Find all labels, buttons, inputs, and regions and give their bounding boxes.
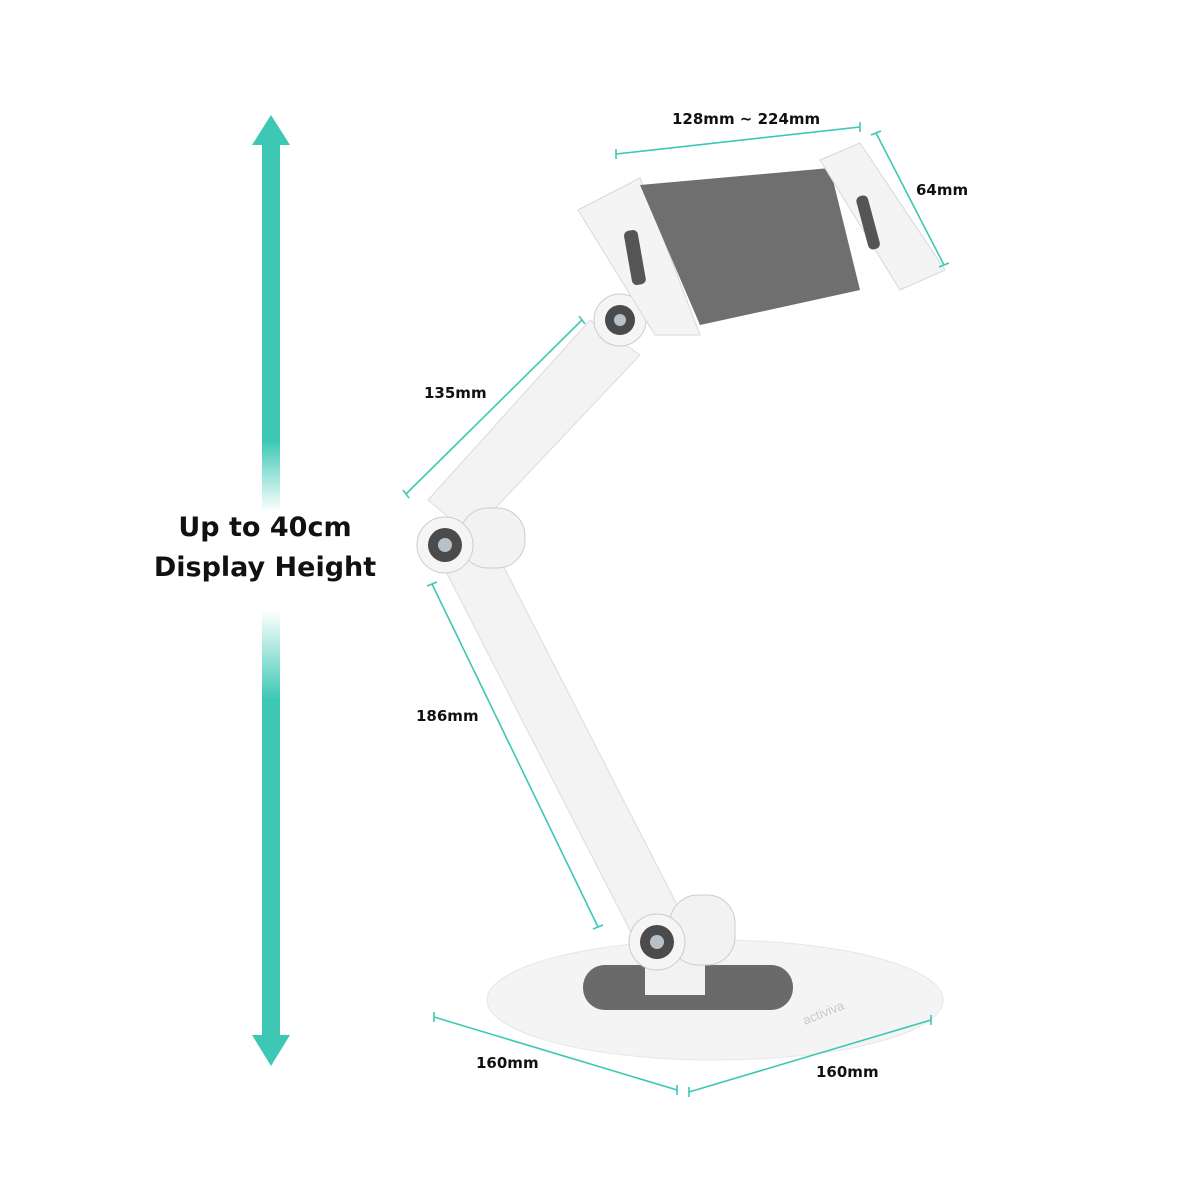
dimension-lines <box>402 122 950 1097</box>
lower-arm <box>439 539 691 951</box>
tablet-clamp <box>577 142 946 336</box>
height-arrow <box>252 115 290 1066</box>
base-left-label: 160mm <box>476 1054 539 1072</box>
clamp-width-label: 128mm ~ 224mm <box>672 110 821 128</box>
clamp-depth-label: 64mm <box>916 181 969 199</box>
headline: Up to 40cm Display Height <box>130 508 400 588</box>
headline-line2: Display Height <box>153 552 377 583</box>
upper-arm <box>427 319 641 536</box>
base <box>486 939 944 1061</box>
headline-line1: Up to 40cm <box>178 512 352 543</box>
joint-top <box>593 293 647 347</box>
joint-bottom <box>628 894 736 971</box>
joint-middle <box>416 507 526 574</box>
base-right-label: 160mm <box>816 1063 879 1081</box>
lower-arm-label: 186mm <box>416 707 479 725</box>
upper-arm-label: 135mm <box>424 384 487 402</box>
